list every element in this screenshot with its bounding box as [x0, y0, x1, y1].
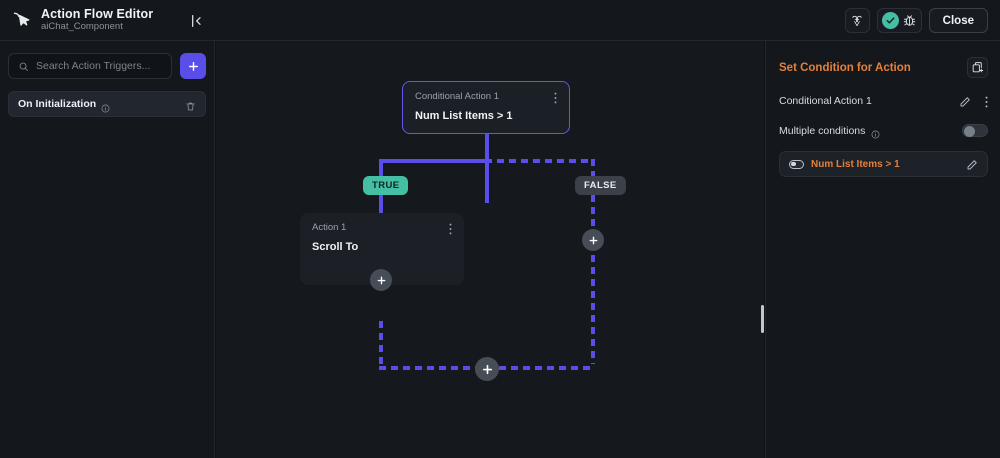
check-circle-icon: [881, 12, 899, 29]
flow-canvas[interactable]: Conditional Action 1 Num List Items > 1 …: [216, 41, 764, 458]
edge-true-branch: [379, 159, 489, 163]
add-node-merge[interactable]: [475, 357, 499, 381]
app-brand: Action Flow Editor aiChat_Component: [0, 0, 153, 40]
node-conditional-action-1[interactable]: Conditional Action 1 Num List Items > 1: [402, 81, 570, 134]
sidebar-item-on-initialization[interactable]: On Initialization: [8, 91, 206, 117]
pointer-debug-icon[interactable]: [844, 8, 870, 33]
trash-icon[interactable]: [185, 99, 196, 110]
condition-text: Num List Items > 1: [811, 158, 900, 170]
canvas-scrollbar-thumb[interactable]: [761, 305, 764, 333]
pencil-icon[interactable]: [959, 95, 971, 107]
trigger-label: On Initialization: [18, 98, 97, 110]
top-bar: Action Flow Editor aiChat_Component: [0, 0, 1000, 41]
add-node-false-branch[interactable]: [582, 229, 604, 251]
conditional-action-name: Conditional Action 1: [779, 95, 872, 107]
bug-icon[interactable]: [902, 13, 917, 28]
info-icon: [871, 126, 880, 139]
add-action-trigger-button[interactable]: [180, 53, 206, 79]
edge-cond-out: [485, 127, 489, 203]
edge-false-branch: [485, 159, 595, 163]
multiple-conditions-row: Multiple conditions: [779, 124, 988, 139]
badge-true: TRUE: [363, 176, 409, 195]
multiple-conditions-label: Multiple conditions: [779, 124, 866, 137]
kebab-menu-icon[interactable]: [554, 91, 557, 104]
node-title: Scroll To: [312, 241, 359, 253]
edge-false-down: [591, 159, 595, 364]
kebab-menu-icon[interactable]: [985, 95, 988, 108]
cursor-flow-icon: [12, 10, 32, 30]
search-row: Search Action Triggers...: [8, 53, 206, 79]
node-subtitle: Conditional Action 1: [415, 91, 499, 102]
node-action-1[interactable]: Action 1 Scroll To: [300, 213, 464, 285]
canvas-scrollbar-track[interactable]: [761, 41, 764, 458]
conditional-action-row: Conditional Action 1: [779, 95, 988, 108]
panel-title: Set Condition for Action: [779, 61, 911, 74]
panel-header: Set Condition for Action: [779, 57, 988, 78]
component-name: aiChat_Component: [41, 21, 123, 33]
kebab-menu-icon[interactable]: [449, 222, 452, 235]
node-title: Num List Items > 1: [415, 110, 513, 122]
pencil-icon[interactable]: [966, 158, 978, 170]
toggle-icon: [789, 159, 804, 169]
search-input[interactable]: Search Action Triggers...: [8, 53, 172, 79]
add-node-true-branch[interactable]: [370, 269, 392, 291]
collapse-panel-icon[interactable]: [186, 11, 206, 31]
copy-add-icon[interactable]: [967, 57, 988, 78]
condition-chip[interactable]: Num List Items > 1: [779, 151, 988, 177]
edge-true-tail: [379, 321, 383, 369]
badge-false: FALSE: [575, 176, 626, 195]
multiple-conditions-toggle[interactable]: [962, 124, 988, 137]
search-icon: [18, 61, 29, 72]
right-properties-panel: Set Condition for Action Conditional Act…: [765, 41, 1000, 458]
close-button[interactable]: Close: [928, 8, 988, 33]
search-placeholder: Search Action Triggers...: [36, 60, 151, 72]
toggle-knob: [964, 126, 975, 137]
page-title: Action Flow Editor: [41, 7, 154, 22]
info-icon: [101, 100, 110, 112]
left-sidebar: Search Action Triggers... On Initializat…: [0, 41, 215, 458]
topbar-actions: Close: [844, 0, 988, 41]
node-subtitle: Action 1: [312, 222, 347, 233]
validation-status-group[interactable]: [876, 8, 922, 33]
